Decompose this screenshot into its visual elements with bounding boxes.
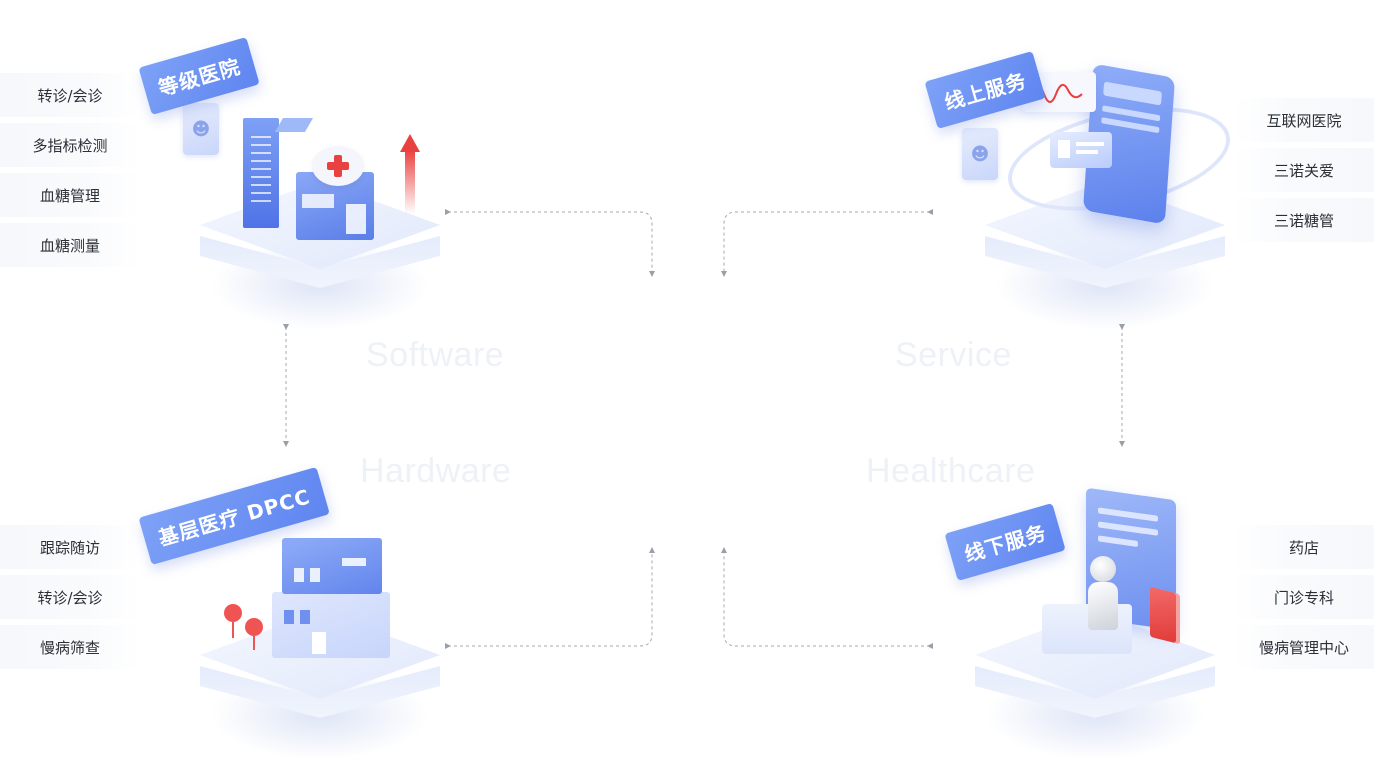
watermark-software: Software xyxy=(366,336,505,374)
list-bottom-left: 跟踪随访 转诊/会诊 慢病筛查 xyxy=(0,525,140,675)
hospital-tower xyxy=(243,118,279,228)
info-card xyxy=(1050,132,1112,168)
profile-card-icon: ☻ xyxy=(183,103,219,155)
list-item: 互联网医院 xyxy=(1234,98,1374,142)
list-item: 慢病管理中心 xyxy=(1234,625,1374,669)
list-item: 血糖管理 xyxy=(0,173,140,217)
list-item: 转诊/会诊 xyxy=(0,73,140,117)
service-counter xyxy=(1042,604,1132,654)
clinic-upper xyxy=(282,538,382,594)
red-cross-icon xyxy=(312,146,364,186)
clinic-base xyxy=(272,592,390,658)
watermark-healthcare: Healthcare xyxy=(866,452,1036,490)
list-item: 跟踪随访 xyxy=(0,525,140,569)
person-figure-body xyxy=(1088,582,1118,630)
map-pin-icon xyxy=(224,604,242,622)
connector-top-left xyxy=(445,209,655,277)
list-top-left: 转诊/会诊 多指标检测 血糖管理 血糖测量 xyxy=(0,73,140,273)
person-figure-head xyxy=(1090,556,1116,582)
list-item: 门诊专科 xyxy=(1234,575,1374,619)
watermark-service: Service xyxy=(895,336,1012,374)
profile-card-icon: ☻ xyxy=(962,128,998,180)
list-item: 药店 xyxy=(1234,525,1374,569)
list-item: 三诺关爱 xyxy=(1234,148,1374,192)
list-top-right: 互联网医院 三诺关爱 三诺糖管 xyxy=(1234,98,1374,248)
list-bottom-right: 药店 门诊专科 慢病管理中心 xyxy=(1234,525,1374,675)
hospital-wing xyxy=(296,172,374,240)
list-item: 慢病筛查 xyxy=(0,625,140,669)
up-arrow-icon xyxy=(400,134,420,214)
map-pin-icon xyxy=(245,618,263,636)
list-item: 转诊/会诊 xyxy=(0,575,140,619)
list-item: 多指标检测 xyxy=(0,123,140,167)
medical-record-icon xyxy=(1150,586,1176,644)
platform-primary-care xyxy=(200,600,440,760)
connector-bottom-right xyxy=(721,547,933,649)
list-item: 血糖测量 xyxy=(0,223,140,267)
connector-top-right xyxy=(721,209,933,277)
connector-bottom-left xyxy=(445,547,655,649)
watermark-hardware: Hardware xyxy=(360,452,512,490)
list-item: 三诺糖管 xyxy=(1234,198,1374,242)
